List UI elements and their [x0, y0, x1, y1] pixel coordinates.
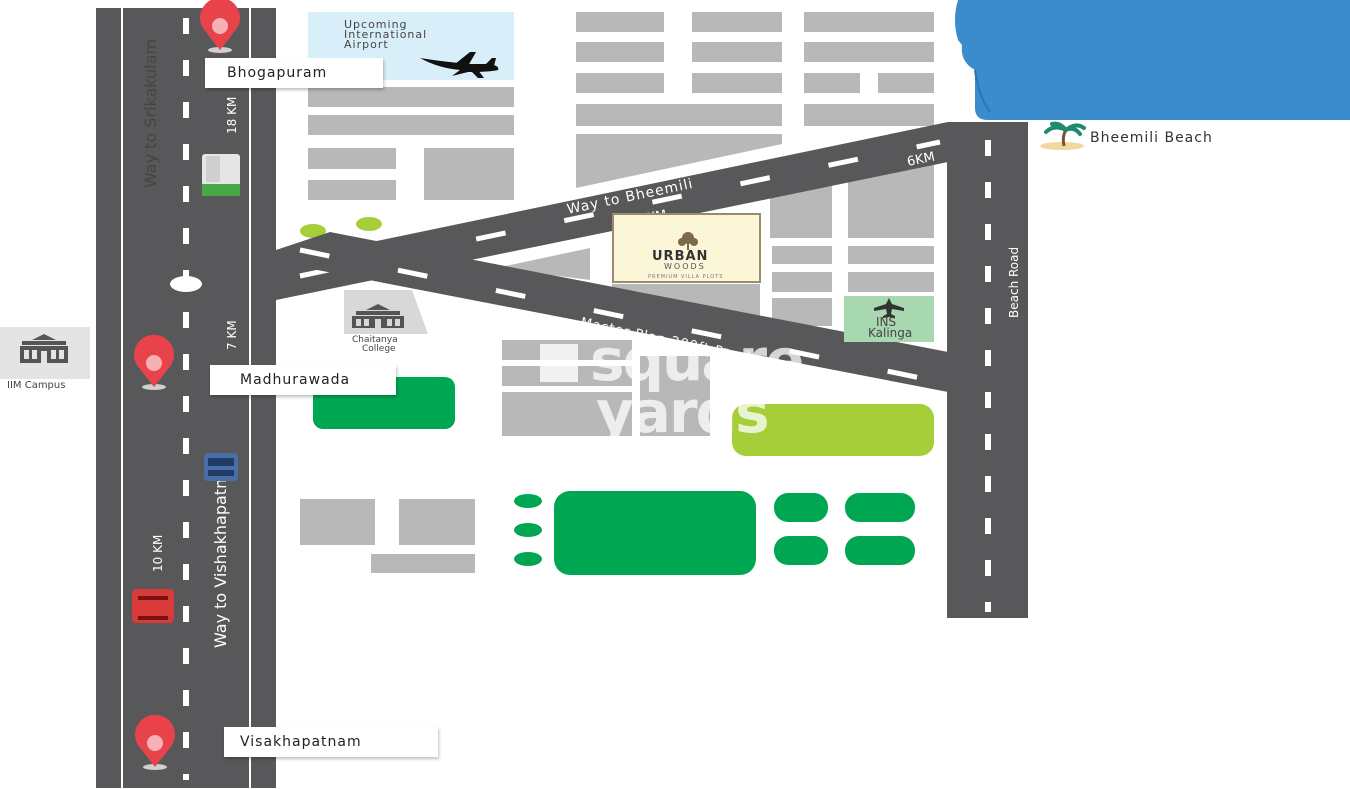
- red-car-icon: [132, 589, 174, 623]
- school-icon-iim: [20, 334, 68, 363]
- jet-icon: [874, 298, 904, 318]
- iim-label: IIM Campus: [7, 380, 65, 391]
- beach-label: Bheemili Beach: [1090, 130, 1213, 146]
- road-dist-south: 10 KM: [151, 535, 165, 572]
- road-dist-beach: 6KM: [906, 150, 936, 170]
- ins-label-1: INS: [876, 315, 896, 329]
- building-blocks: [300, 12, 934, 573]
- roads: [96, 8, 1028, 788]
- road-label-beach: Beach Road: [1007, 247, 1021, 318]
- pin-icon-visakhapatnam: [135, 714, 176, 770]
- project-name-1: URBAN: [652, 249, 708, 264]
- airport-label-1: Upcoming: [344, 18, 408, 31]
- pin-icon-madhurawada: [134, 334, 174, 390]
- blue-car-icon: [204, 453, 238, 481]
- project-box: [612, 213, 761, 283]
- ins-label-2: Kalinga: [868, 326, 912, 340]
- road-dist-mid: 7 KM: [225, 320, 239, 350]
- road-dist-north: 18 KM: [225, 97, 239, 134]
- place-label-visakhapatnam: Visakhapatnam: [224, 727, 438, 757]
- watermark-line-1: square: [590, 326, 804, 394]
- airport-label-2: International: [344, 28, 427, 41]
- tree-logo-icon: [678, 232, 698, 250]
- project-name-2: WOODS: [664, 262, 706, 271]
- watermark: square yards: [540, 326, 820, 446]
- watermark-line-2: yards: [596, 378, 770, 446]
- watermark-logo-icon: [540, 344, 578, 382]
- beach-road: [947, 122, 1028, 618]
- airplane-icon: [420, 52, 499, 78]
- school-icon-college: [352, 304, 404, 328]
- bus-icon: [202, 154, 240, 196]
- college-label-2: College: [362, 344, 396, 354]
- airport-label-3: Airport: [344, 38, 389, 51]
- road-label-south: Way to Vishakhapatnam: [211, 453, 230, 648]
- sea-shore: [974, 69, 991, 113]
- palm-tree-icon: [1040, 121, 1086, 150]
- road-label-north: Way to Srikakulam: [141, 39, 160, 188]
- place-label-bhogapuram: Bhogapuram: [205, 58, 383, 88]
- place-label-madhurawada: Madhurawada: [210, 365, 396, 395]
- sea-area: [955, 0, 1350, 120]
- project-tagline: PREMIUM VILLA PLOTS: [648, 274, 723, 280]
- pin-icon-bhogapuram: [200, 0, 240, 53]
- college-label-1: Chaitanya: [352, 335, 398, 345]
- green-areas: [300, 217, 934, 575]
